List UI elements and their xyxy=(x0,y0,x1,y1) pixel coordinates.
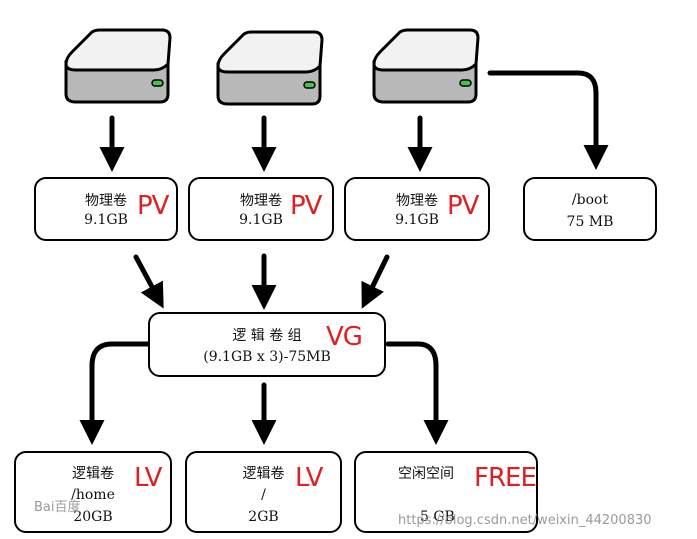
vg-box: 逻 辑 卷 组 (9.1GB x 3)-75MB VG xyxy=(148,312,386,377)
lv-box-1: 逻辑卷 /home 20GB LV xyxy=(14,451,172,533)
pv-title: 物理卷 xyxy=(396,193,438,209)
watermark-blog-url: https://blog.csdn.net/weixin_44200830 xyxy=(398,513,652,528)
boot-path: /boot xyxy=(571,192,609,208)
pv-tag: PV xyxy=(290,191,322,221)
arrow-pv1-vg xyxy=(133,254,164,309)
pv-tag: PV xyxy=(447,191,479,221)
pv-tag: PV xyxy=(137,191,169,221)
hard-disk-icon xyxy=(216,30,324,106)
hard-disk-icon xyxy=(372,28,480,104)
lv-tag: LV xyxy=(134,463,162,493)
lv-title: 逻辑卷 xyxy=(242,466,285,482)
free-space-box: 空闲空间 5 GB FREE xyxy=(354,451,538,533)
pv-title: 物理卷 xyxy=(85,193,127,209)
watermark-baidu: Bai百度 xyxy=(34,500,81,515)
lv-size: 2GB xyxy=(248,509,279,525)
pv-box-2: 物理卷 9.1GB PV xyxy=(188,177,334,241)
free-size: 5 GB xyxy=(420,509,455,525)
free-tag: FREE xyxy=(474,463,537,493)
pv-title: 物理卷 xyxy=(240,193,282,209)
pv-size: 9.1GB xyxy=(239,212,283,228)
free-title: 空闲空间 xyxy=(398,466,454,482)
boot-partition-box: /boot 75 MB xyxy=(523,177,657,241)
arrow-vg-lv1 xyxy=(79,341,151,446)
lv-box-2: 逻辑卷 / 2GB LV xyxy=(185,451,342,533)
lv-size: 20GB xyxy=(73,509,113,525)
hard-disk-icon xyxy=(64,28,172,104)
pv-box-3: 物理卷 9.1GB PV xyxy=(344,177,490,241)
pv-size: 9.1GB xyxy=(84,212,128,228)
vg-tag: VG xyxy=(326,322,363,352)
lv-path: /home xyxy=(71,487,115,503)
lv-tag: LV xyxy=(295,463,323,493)
boot-size: 75 MB xyxy=(566,214,614,230)
lv-title: 逻辑卷 xyxy=(72,466,114,482)
arrow-pv3-vg xyxy=(361,254,390,309)
arrow-vg-free xyxy=(385,341,449,446)
lv-path: / xyxy=(261,487,266,503)
pv-size: 9.1GB xyxy=(395,212,439,228)
vg-title: 逻 辑 卷 组 xyxy=(232,328,302,344)
pv-box-1: 物理卷 9.1GB PV xyxy=(34,177,178,241)
vg-formula: (9.1GB x 3)-75MB xyxy=(203,349,331,365)
arrow-disk3-boot xyxy=(487,70,609,171)
